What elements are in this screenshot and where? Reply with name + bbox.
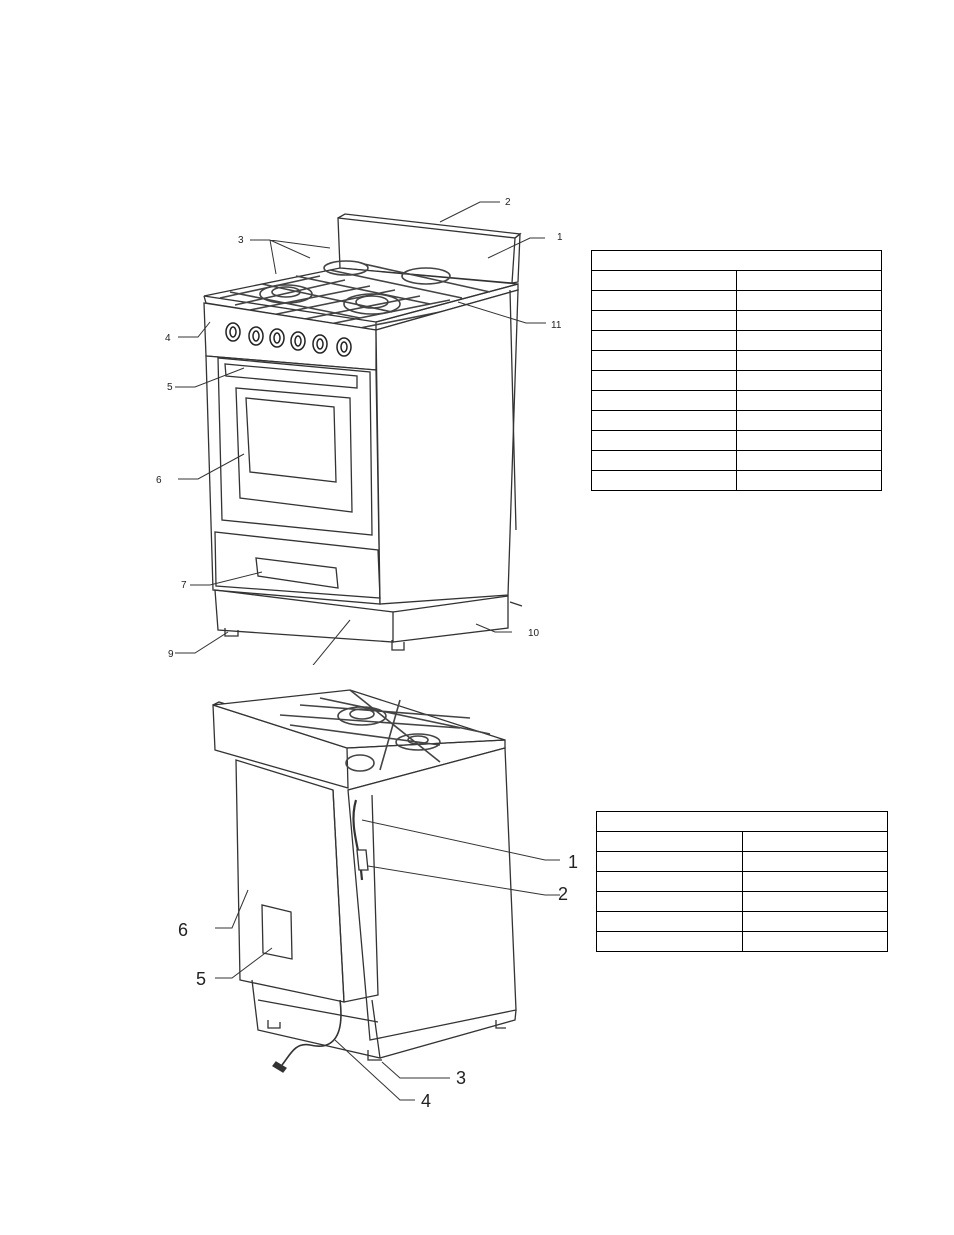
part-description-cell (736, 450, 882, 471)
part-number-cell (596, 831, 743, 852)
callout-10: 10 (528, 628, 540, 639)
part-description-cell (736, 370, 882, 391)
table-header (596, 811, 888, 832)
callout-11: 11 (551, 320, 562, 331)
table-header (591, 250, 882, 271)
part-number-cell (596, 931, 743, 952)
part-number-cell (591, 430, 737, 451)
rear-callout-4: 4 (421, 1091, 431, 1110)
part-number-cell (591, 390, 737, 411)
rear-view-illustration: 1 2 3 4 5 6 (160, 680, 580, 1110)
table-row (596, 831, 888, 852)
table-header-row (591, 250, 882, 271)
table-row (591, 350, 882, 371)
table-row (596, 871, 888, 892)
part-number-cell (591, 450, 737, 471)
part-description-cell (736, 430, 882, 451)
front-parts-table (591, 250, 882, 491)
table-row (591, 430, 882, 451)
part-description-cell (736, 310, 882, 331)
table-row (591, 290, 882, 311)
part-number-cell (591, 470, 737, 491)
callout-4: 4 (165, 333, 171, 344)
callout-9: 9 (168, 649, 174, 660)
part-description-cell (741, 871, 888, 892)
part-number-cell (596, 891, 743, 912)
front-view-drawing: 2 1 3 4 5 6 7 8 9 10 11 (156, 197, 563, 665)
table-row (596, 931, 888, 952)
part-number-cell (591, 350, 737, 371)
table-header-row (596, 811, 888, 832)
table-row (591, 470, 882, 491)
part-description-cell (736, 270, 882, 291)
rear-view-drawing: 1 2 3 4 5 6 (178, 689, 578, 1110)
callout-1: 1 (557, 232, 563, 243)
part-number-cell (591, 290, 737, 311)
front-view-illustration: 2 1 3 4 5 6 7 8 9 10 11 (150, 190, 570, 665)
part-description-cell (741, 931, 888, 952)
rear-callout-3: 3 (456, 1068, 466, 1088)
rear-callout-1: 1 (568, 852, 578, 872)
part-number-cell (596, 911, 743, 932)
table-row (591, 410, 882, 431)
part-description-cell (741, 911, 888, 932)
callout-3: 3 (238, 235, 244, 246)
part-description-cell (736, 350, 882, 371)
rear-callout-5: 5 (196, 969, 206, 989)
part-description-cell (741, 831, 888, 852)
table-row (591, 450, 882, 471)
callout-6: 6 (156, 475, 162, 486)
part-number-cell (596, 851, 743, 872)
rear-callout-6: 6 (178, 920, 188, 940)
part-number-cell (591, 270, 737, 291)
table-row (591, 310, 882, 331)
table-row (591, 390, 882, 411)
part-description-cell (736, 410, 882, 431)
rear-parts-table (596, 811, 888, 952)
callout-7: 7 (181, 580, 187, 591)
rear-callout-2: 2 (558, 884, 568, 904)
table-row (591, 330, 882, 351)
table-row (596, 911, 888, 932)
table-row (591, 370, 882, 391)
part-description-cell (736, 330, 882, 351)
part-description-cell (736, 290, 882, 311)
callout-2: 2 (505, 197, 511, 208)
part-number-cell (591, 370, 737, 391)
part-number-cell (591, 310, 737, 331)
part-description-cell (741, 891, 888, 912)
part-number-cell (596, 871, 743, 892)
part-description-cell (736, 390, 882, 411)
part-number-cell (591, 410, 737, 431)
table-row (596, 851, 888, 872)
part-number-cell (591, 330, 737, 351)
table-row (596, 891, 888, 912)
part-description-cell (741, 851, 888, 872)
part-description-cell (736, 470, 882, 491)
callout-5: 5 (167, 382, 173, 393)
table-row (591, 270, 882, 291)
